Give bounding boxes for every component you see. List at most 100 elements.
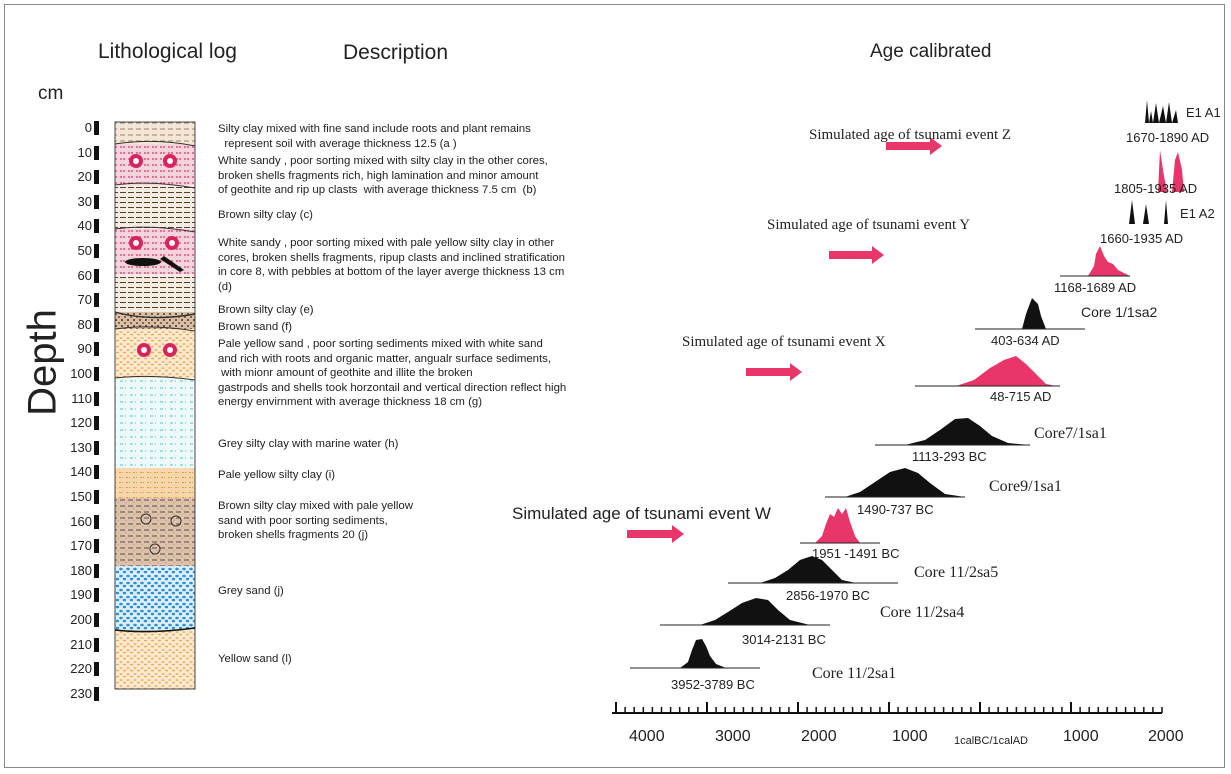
dist-core7 — [905, 418, 1030, 445]
depth-tick-label: 150 — [70, 489, 92, 504]
depth-tick-label: 130 — [70, 439, 92, 455]
depth-tick-label: 160 — [70, 513, 92, 529]
description-heading: Description — [343, 41, 449, 64]
description-a: Silty clay mixed with fine sand include … — [218, 123, 531, 150]
figure-frame — [4, 4, 1225, 768]
dist-core9 — [845, 468, 965, 497]
depth-tick-mark — [94, 391, 99, 406]
dist-core1 — [1022, 298, 1046, 329]
range-core11c: 3952-3789 BC — [671, 677, 755, 692]
dist-e1a1 — [1140, 100, 1182, 123]
depth-tick-mark — [94, 539, 99, 554]
dist-pink2 — [1088, 246, 1130, 276]
lithological-log-heading: Lithological log — [98, 40, 237, 63]
shell-symbols — [125, 154, 184, 555]
depth-tick-mark — [94, 244, 99, 258]
dist-pink3 — [956, 356, 1056, 386]
depth-tick-label: 70 — [77, 292, 92, 308]
range-pink1: 1805-1935 AD — [1114, 181, 1198, 196]
age-axis — [612, 702, 1163, 714]
range-core7: 1113-293 BC — [912, 449, 987, 464]
axis-label-1000-bc: 1000 — [892, 728, 928, 745]
depth-tick-mark — [94, 686, 99, 701]
axis-label-1000-ad: 1000 — [1063, 728, 1099, 745]
range-core11b: 3014-2131 BC — [742, 632, 826, 647]
age-calibrated-heading: Age calibrated — [870, 41, 992, 62]
depth-tick-label: 40 — [77, 218, 92, 234]
depth-tick-mark — [94, 293, 99, 308]
depth-tick-mark — [94, 121, 99, 135]
depth-tick-label: 110 — [71, 390, 92, 406]
description-f: Brown sand (f) — [218, 321, 293, 333]
depth-tick-mark — [94, 170, 99, 185]
label-core11b: Core 11/2sa4 — [880, 604, 965, 621]
description-d: White sandy , poor sorting mixed with pa… — [218, 237, 565, 293]
depth-tick-mark — [94, 317, 99, 332]
label-core7: Core7/1sa1 — [1034, 425, 1107, 442]
depth-tick-label: 170 — [70, 538, 92, 554]
depth-tick-mark — [94, 514, 99, 529]
axis-label-bc-ad: 1calBC/1calAD — [954, 735, 1028, 747]
simulated-event-x: Simulated age of tsunami event X — [682, 334, 886, 350]
depth-tick-mark — [94, 637, 99, 652]
depth-tick-label: 20 — [77, 169, 92, 185]
range-core9: 1490-737 BC — [857, 502, 934, 517]
axis-label-2000: 2000 — [801, 728, 837, 745]
depth-unit: cm — [38, 83, 64, 104]
range-core11a: 2856-1970 BC — [786, 588, 870, 603]
depth-tick-mark — [94, 367, 99, 381]
depth-tick-mark — [94, 194, 99, 209]
depth-tick-label: 120 — [70, 415, 92, 431]
dist-core11c — [680, 639, 726, 668]
label-core1: Core 1/1sa2 — [1081, 304, 1158, 320]
depth-tick-mark — [94, 342, 99, 357]
depth-tick-label: 90 — [77, 341, 92, 357]
label-core11a: Core 11/2sa5 — [914, 564, 999, 581]
depth-tick-mark — [94, 588, 99, 603]
dist-pink4 — [815, 508, 860, 543]
depth-tick-mark — [94, 490, 99, 504]
description-b: White sandy , poor sorting mixed with si… — [218, 155, 548, 197]
range-pink2: 1168-1689 AD — [1054, 280, 1137, 295]
description-j2: Grey sand (j) — [218, 585, 284, 597]
depth-tick-label: 0 — [84, 120, 92, 135]
range-pink3: 48-715 AD — [990, 389, 1052, 404]
depth-tick-mark — [94, 563, 99, 578]
depth-tick-label: 30 — [77, 193, 92, 209]
depth-tick-mark — [94, 268, 99, 283]
description-j: Brown silty clay mixed with pale yellow … — [218, 500, 413, 542]
depth-tick-mark — [94, 465, 99, 480]
depth-tick-label: 50 — [77, 243, 92, 258]
range-e1a1: 1670-1890 AD — [1126, 130, 1210, 145]
depth-tick-mark — [94, 662, 99, 677]
dist-core11a — [760, 556, 856, 583]
simulated-event-z: Simulated age of tsunami event Z — [809, 127, 1012, 143]
depth-tick-label: 210 — [70, 636, 92, 652]
depth-tick-label: 140 — [70, 464, 92, 480]
depth-tick-label: 80 — [77, 316, 92, 332]
depth-tick-label: 200 — [70, 612, 92, 627]
description-i: Pale yellow silty clay (i) — [218, 469, 336, 481]
depth-tick-label: 10 — [77, 144, 92, 160]
description-h: Grey silty clay with marine water (h) — [218, 438, 399, 450]
simulated-event-w: Simulated age of tsunami event W — [512, 504, 771, 523]
dist-core11b — [700, 598, 810, 625]
simulated-event-y: Simulated age of tsunami event Y — [767, 217, 971, 233]
depth-tick-mark — [94, 219, 99, 234]
depth-tick-mark — [94, 613, 99, 627]
dist-pink1 — [1154, 150, 1188, 192]
depth-tick-mark — [94, 416, 99, 431]
depth-tick-label: 220 — [70, 661, 92, 677]
depth-tick-label: 230 — [70, 685, 92, 701]
range-pink4: 1951 -1491 BC — [812, 546, 900, 561]
dist-e1a2 — [1126, 200, 1170, 224]
depth-tick-label: 190 — [70, 587, 92, 603]
axis-label-4000: 4000 — [629, 728, 665, 745]
depth-tick-label: 180 — [70, 562, 92, 578]
event-arrows — [627, 137, 942, 543]
age-distributions — [630, 100, 1188, 669]
description-c: Brown silty clay (c) — [218, 209, 313, 221]
depth-tick-label: 60 — [77, 267, 92, 283]
label-e1a1: E1 A1 — [1186, 105, 1221, 120]
